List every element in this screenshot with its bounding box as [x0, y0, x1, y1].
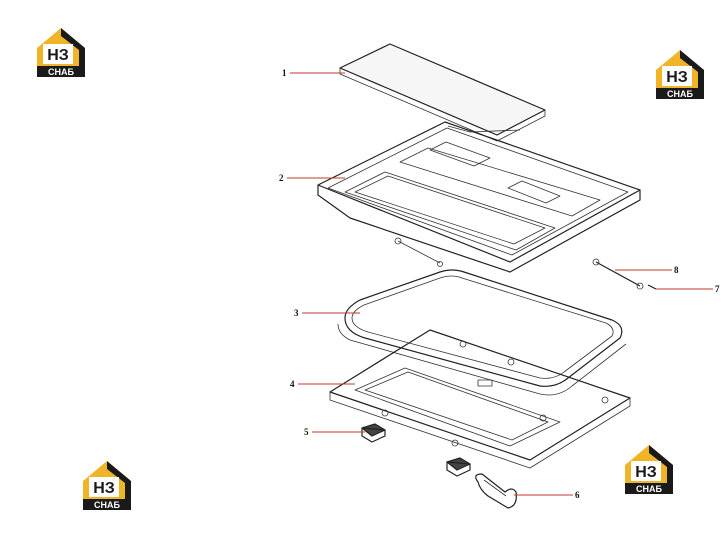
part-5-clips	[361, 423, 471, 477]
logo-top-right-mark: НЗ СНАБ	[656, 50, 704, 99]
svg-text:НЗ: НЗ	[666, 69, 688, 86]
svg-text:СНАБ: СНАБ	[667, 89, 693, 99]
callout-4: 4	[290, 379, 295, 389]
callout-6: 6	[575, 490, 580, 500]
logo-bottom-left: НЗ СНАБ	[79, 459, 135, 511]
part-1-glass-panel	[339, 43, 546, 142]
svg-text:НЗ: НЗ	[47, 47, 69, 64]
callout-8: 8	[674, 265, 679, 275]
logo-top-left-mark: НЗ СНАБ	[37, 28, 85, 77]
callout-7: 7	[715, 284, 720, 294]
svg-text:СНАБ: СНАБ	[94, 500, 120, 510]
svg-text:СНАБ: СНАБ	[48, 67, 74, 77]
part-7-pin	[647, 284, 657, 290]
logo-bottom-right-mark: НЗ СНАБ	[625, 445, 673, 494]
logo-bottom-right: НЗ СНАБ	[621, 443, 677, 495]
part-4-inner-plate	[329, 329, 631, 469]
callout-5: 5	[304, 427, 309, 437]
svg-text:НЗ: НЗ	[635, 464, 657, 481]
part-2-roof-frame	[317, 121, 641, 273]
callout-2: 2	[279, 173, 284, 183]
svg-text:СНАБ: СНАБ	[636, 484, 662, 494]
callout-1: 1	[282, 68, 287, 78]
callout-3: 3	[294, 308, 299, 318]
part-6-handle	[475, 473, 517, 509]
svg-text:НЗ: НЗ	[93, 480, 115, 497]
logo-bottom-left-mark: НЗ СНАБ	[83, 461, 131, 510]
part-8-gas-strut	[592, 258, 644, 290]
logo-top-right: НЗ СНАБ	[652, 48, 708, 100]
logo-top-left: НЗ СНАБ	[33, 26, 89, 78]
part-3-seal-ring	[337, 269, 627, 396]
